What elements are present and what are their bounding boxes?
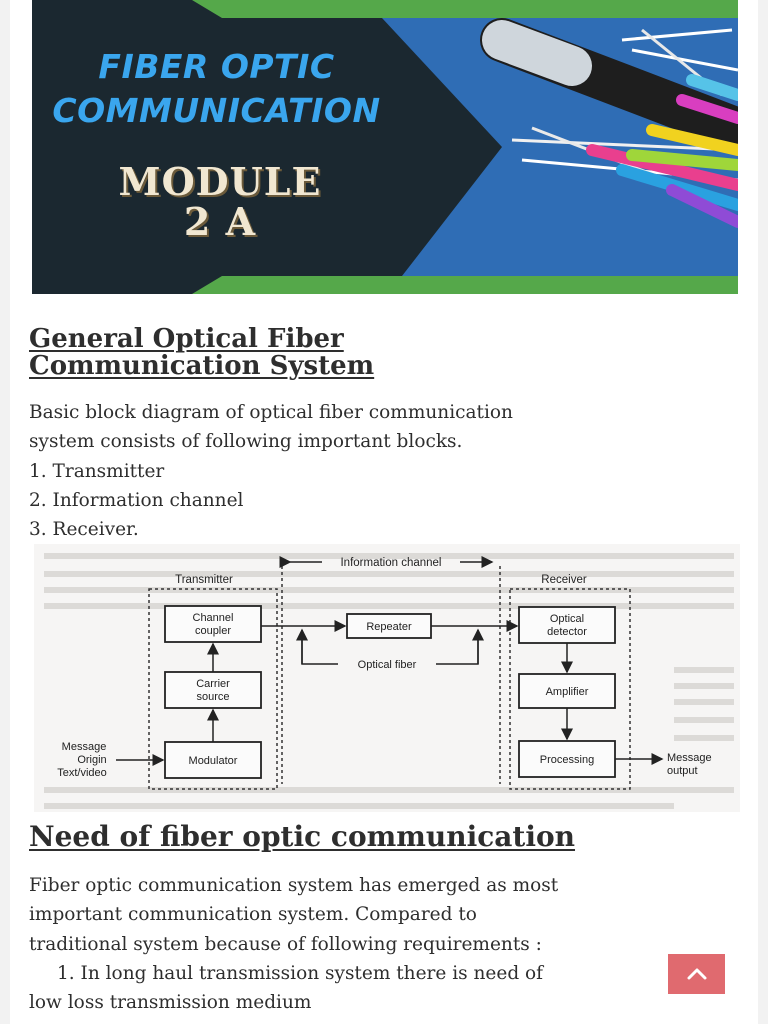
intro-paragraph: Basic block diagram of optical fiber com… — [29, 398, 744, 544]
heading-line2: Communication System — [29, 351, 375, 381]
intro-line1: Basic block diagram of optical fiber com… — [29, 402, 513, 423]
label-optical-fiber: Optical fiber — [358, 659, 417, 671]
channel-coupler-box — [164, 605, 262, 643]
banner-module-line2: 2 A — [183, 199, 257, 244]
processing-box — [518, 740, 616, 778]
block-diagram-image: Information channel Transmitter Receiver… — [34, 544, 740, 812]
optical-detector-label-2: detector — [547, 626, 587, 638]
modulator-box — [164, 741, 262, 779]
section-heading-general-system: General Optical Fiber Communication Syst… — [29, 326, 549, 380]
intro-line2: system consists of following important b… — [29, 431, 463, 453]
channel-coupler-label-1: Channel — [193, 612, 234, 624]
message-origin-label-3: Text/video — [57, 767, 107, 779]
banner-module: MODULE 2 A — [80, 162, 360, 242]
label-information-channel: Information channel — [340, 557, 441, 569]
modulator-label: Modulator — [189, 755, 238, 767]
fiber-cable-icon — [480, 18, 738, 228]
carrier-source-box — [164, 671, 262, 709]
section-heading-need: Need of fiber optic communication — [29, 820, 576, 853]
need-item1-line1: 1. In long haul transmission system ther… — [57, 962, 544, 984]
label-transmitter: Transmitter — [175, 574, 233, 586]
repeater-label: Repeater — [366, 621, 412, 633]
list-item-information-channel: 2. Information channel — [29, 489, 244, 511]
list-item-transmitter: 1. Transmitter — [29, 460, 165, 482]
amplifier-label: Amplifier — [546, 686, 589, 698]
carrier-source-label-2: source — [196, 691, 229, 703]
block-diagram: Information channel Transmitter Receiver… — [44, 553, 734, 809]
message-origin-label-1: Message — [62, 741, 107, 753]
background-scan-lines — [44, 553, 734, 809]
banner-title-line1: FIBER OPTIC — [98, 47, 335, 86]
heading-line1: General Optical Fiber — [29, 324, 344, 354]
label-receiver: Receiver — [541, 574, 587, 586]
banner-title-line2: COMMUNICATION — [52, 91, 381, 130]
receiver-frame — [509, 588, 631, 790]
module-banner-image: FIBER OPTIC COMMUNICATION MODULE 2 A — [32, 0, 738, 294]
transmitter-frame — [148, 588, 278, 790]
need-line2: important communication system. Compared… — [29, 904, 477, 926]
carrier-source-label-1: Carrier — [196, 678, 230, 690]
banner-module-line1: MODULE — [118, 159, 322, 204]
scroll-to-top-button[interactable] — [668, 954, 725, 994]
banner-title: FIBER OPTIC COMMUNICATION — [44, 45, 389, 133]
processing-label: Processing — [540, 754, 594, 766]
need-line1: Fiber optic communication system has eme… — [29, 875, 559, 896]
page-edge-right — [758, 0, 768, 1024]
need-item1-line2: low loss transmission medium — [29, 992, 312, 1014]
need-line3: traditional system because of following … — [29, 933, 542, 955]
need-paragraph: Fiber optic communication system has eme… — [29, 871, 744, 1017]
optical-detector-label-1: Optical — [550, 613, 584, 625]
optical-detector-box — [518, 606, 616, 644]
message-origin-label-2: Origin — [77, 754, 106, 766]
banner-artwork — [32, 0, 738, 294]
message-output-label-2: output — [667, 765, 698, 777]
channel-coupler-label-2: coupler — [195, 625, 231, 637]
list-item-receiver: 3. Receiver. — [29, 519, 139, 541]
chevron-up-icon — [687, 968, 706, 980]
page-edge-left — [0, 0, 10, 1024]
message-output-label-1: Message — [667, 752, 712, 764]
